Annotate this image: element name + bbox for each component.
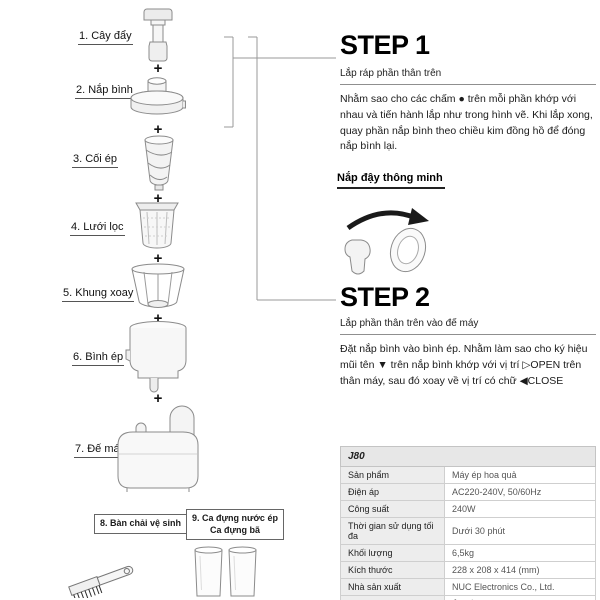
auger-illustration	[144, 135, 174, 191]
spec-header-row: J80	[340, 446, 596, 467]
part-label-base: 7. Đế máy	[74, 443, 127, 458]
table-row: Điện áp AC220-240V, 50/60Hz	[340, 483, 596, 501]
spec-label: Công suất	[340, 500, 445, 518]
cups-label: 9. Ca đựng nước ép Ca đựng bã	[186, 509, 284, 541]
step2-title: STEP 2	[340, 282, 430, 312]
step1-subtitle: Lắp ráp phần thân trên	[340, 68, 442, 79]
table-row: Công suất 240W	[340, 500, 596, 518]
bowl-illustration	[125, 321, 187, 393]
step2-subtitle: Lắp phần thân trên vào đế máy	[340, 318, 479, 329]
table-row: Kích thước 228 x 208 x 414 (mm)	[340, 561, 596, 579]
pusher-illustration	[143, 8, 173, 62]
part-label-bowl: 6. Bình ép	[72, 351, 125, 366]
step1-body: Nhằm sao cho các chấm ● trên mỗi phần kh…	[340, 93, 593, 153]
part-label-strainer: 4. Lưới lọc	[70, 221, 125, 236]
table-row: Sản phẩm Máy ép hoa quả	[340, 466, 596, 484]
plus-icon: +	[153, 190, 163, 207]
base-illustration	[117, 405, 199, 492]
juice-cups-illustration	[194, 546, 257, 597]
part-label-frame: 5. Khung xoay	[62, 287, 135, 302]
spec-label: Khối lượng	[340, 544, 445, 562]
spec-label: Thời gian sử dụng tối đa	[340, 517, 445, 545]
spec-label: Sản phẩm	[340, 466, 445, 484]
spec-value: NUC Electronics Co., Ltd.	[444, 578, 596, 596]
table-row: Thời gian sử dụng tối đa Dưới 30 phút	[340, 517, 596, 545]
plus-icon: +	[153, 310, 163, 327]
step1-divider	[340, 84, 596, 85]
spec-model: J80	[340, 446, 596, 467]
table-row: Nhà sản xuất NUC Electronics Co., Ltd.	[340, 578, 596, 596]
rotating-frame-illustration	[131, 263, 185, 308]
brush-label: 8. Bàn chải vệ sinh	[94, 514, 188, 534]
plus-icon: +	[153, 121, 163, 138]
step1-title: STEP 1	[340, 30, 430, 60]
step2-body: Đặt nắp bình vào bình ép. Nhằm làm sao c…	[340, 343, 588, 387]
spec-value: Ép tốc độ chậm	[444, 595, 596, 600]
spec-value: AC220-240V, 50/60Hz	[444, 483, 596, 501]
smart-lid-illustration	[344, 208, 429, 275]
spec-value: 6,5kg	[444, 544, 596, 562]
smart-lid-label: Nắp đậy thông minh	[337, 172, 445, 189]
step2-divider	[340, 334, 596, 335]
spec-label: Kích thước	[340, 561, 445, 579]
spec-value: 240W	[444, 500, 596, 518]
table-row: Loại Ép tốc độ chậm	[340, 595, 596, 600]
plus-icon: +	[153, 250, 163, 267]
plus-icon: +	[153, 60, 163, 77]
strainer-illustration	[135, 202, 179, 249]
spec-table: J80 Sản phẩm Máy ép hoa quả Điện áp AC22…	[340, 446, 596, 600]
part-label-auger: 3. Cối ép	[72, 153, 119, 168]
spec-label: Loại	[340, 595, 445, 600]
spec-value: Máy ép hoa quả	[444, 466, 596, 484]
spec-label: Nhà sản xuất	[340, 578, 445, 596]
cups-label-line1: 9. Ca đựng nước ép	[192, 513, 278, 523]
part-label-lid: 2. Nắp bình	[75, 84, 134, 99]
cleaning-brush-illustration	[68, 565, 134, 598]
spec-value: Dưới 30 phút	[444, 517, 596, 545]
spec-label: Điện áp	[340, 483, 445, 501]
plus-icon: +	[153, 390, 163, 407]
part-label-pusher: 1. Cây đẩy	[78, 30, 133, 45]
spec-value: 228 x 208 x 414 (mm)	[444, 561, 596, 579]
lid-illustration	[130, 77, 186, 115]
table-row: Khối lượng 6,5kg	[340, 544, 596, 562]
cups-label-line2: Ca đựng bã	[209, 524, 260, 535]
